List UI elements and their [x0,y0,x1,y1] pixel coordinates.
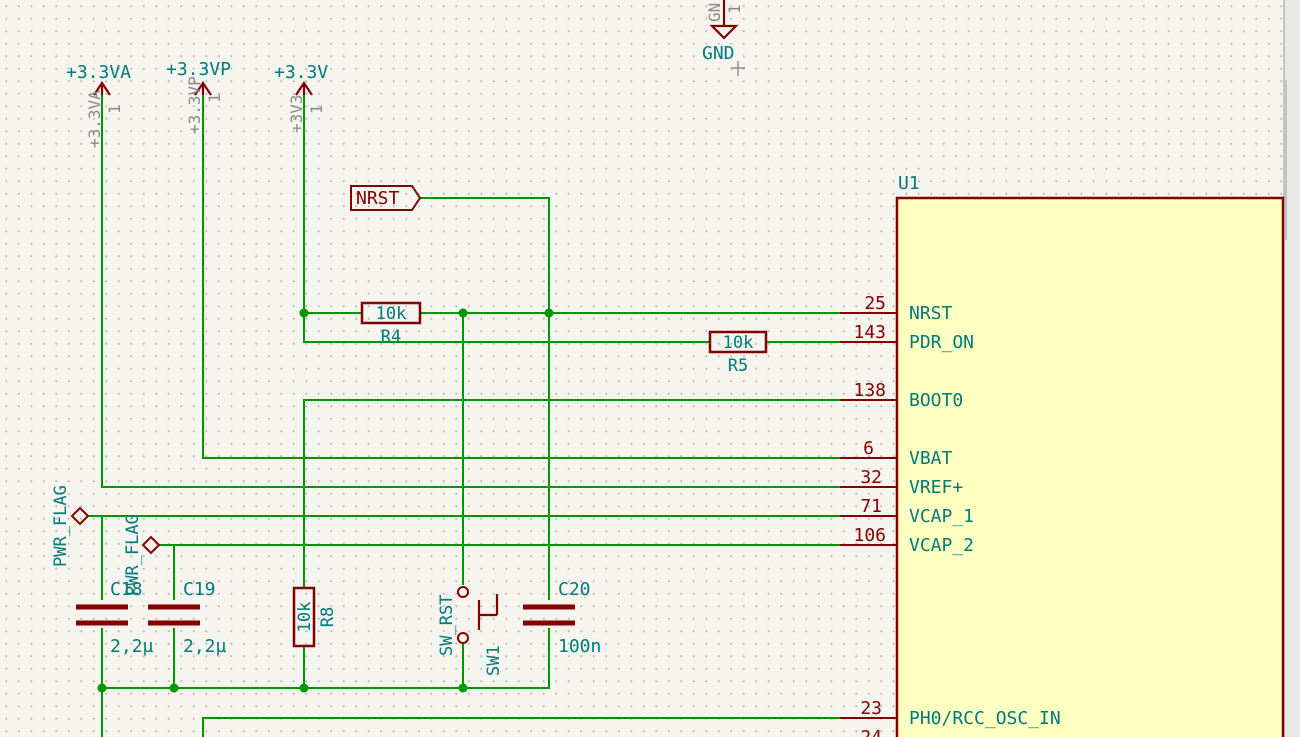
ic-u1-ref: U1 [898,173,920,194]
global-label-nrst[interactable]: NRST [350,185,422,211]
power-symbol-3v3[interactable]: +3.3V +3V3 1 [274,62,328,133]
pin-name-nrst: NRST [909,303,953,324]
pin-number-24: 24 [860,727,882,737]
pwr-flag-1[interactable]: PWR_FLAG [51,485,90,567]
power-ref-3v3va: 1 [105,104,124,114]
pin-name-vcap1: VCAP_1 [909,506,974,527]
power-label-gnd: GND [702,43,735,64]
capacitor-c18[interactable]: C18 2,2µ [76,579,154,657]
capacitor-c19[interactable]: C19 2,2µ [148,579,227,657]
resistor-r5-value: 10k [723,333,754,353]
pin-number-nrst: 25 [864,293,886,314]
pin-number-vref: 32 [860,467,882,488]
vertical-scrollbar[interactable] [1283,0,1300,737]
resistor-r5-ref: R5 [728,356,748,376]
pin-name-vcap2: VCAP_2 [909,535,974,556]
pin-name-ph0: PH0/RCC_OSC_IN [909,708,1061,729]
power-ref-3v3vp: 1 [205,93,224,103]
resistor-r5[interactable]: 10k R5 [708,330,768,376]
pin-number-vbat: 6 [863,438,874,459]
ic-u1[interactable]: U1 [895,173,1285,737]
junctions [97,308,554,693]
ic-pin-names: NRST PDR_ON BOOT0 VBAT VREF+ VCAP_1 VCAP… [909,303,1061,729]
pin-number-vcap1: 71 [860,496,882,517]
pin-number-pdr-on: 143 [853,322,886,343]
wires[interactable] [88,85,840,737]
power-ref-gnd: 1 [725,4,744,14]
switch-sw1[interactable]: SW_RST SW1 [437,586,504,676]
resistor-r4[interactable]: 10k R4 [360,301,422,347]
ic-u1-body [895,196,1285,737]
capacitor-c18-value: 2,2µ [110,636,154,657]
pwr-flag-2-label: PWR_FLAG [123,514,143,596]
power-label-3v3: +3.3V [274,62,328,83]
power-value-gnd: GN [705,3,724,22]
ic-pin-numbers: 25 143 138 6 32 71 106 23 24 [853,293,886,737]
capacitor-c19-ref: C19 [183,579,216,600]
pwr-flag-2[interactable]: PWR_FLAG [123,514,161,596]
capacitor-c19-value: 2,2µ [183,636,227,657]
pin-number-ph0: 23 [860,698,882,719]
power-symbol-gnd[interactable]: GND GN 1 [702,0,745,76]
pin-name-boot0: BOOT0 [909,390,963,411]
resistor-r4-value: 10k [376,304,407,324]
pin-name-pdr-on: PDR_ON [909,332,974,353]
pwr-flag-1-label: PWR_FLAG [51,485,71,567]
capacitor-c20-value: 100n [558,636,601,657]
switch-sw1-ref: SW1 [484,645,504,676]
pin-name-vref: VREF+ [909,477,963,498]
power-label-3v3vp: +3.3VP [166,59,231,80]
power-symbol-3v3vp[interactable]: +3.3VP +3.3VP 1 [166,59,231,134]
switch-sw1-value: SW_RST [437,595,457,656]
power-value-3v3va: +3.3VA [85,90,104,148]
pin-number-vcap2: 106 [853,525,886,546]
resistor-r8[interactable]: 10k R8 [292,586,338,648]
resistor-r8-value: 10k [295,602,315,633]
capacitor-c20[interactable]: C20 100n [523,579,601,657]
power-label-3v3va: +3.3VA [66,62,131,83]
pin-name-vbat: VBAT [909,448,953,469]
power-symbol-3v3va[interactable]: +3.3VA +3.3VA 1 [66,62,131,148]
power-value-3v3vp: +3.3VP [185,76,204,134]
ic-pin-stubs [840,312,897,719]
power-ref-3v3: 1 [307,104,326,114]
capacitor-c20-ref: C20 [558,579,591,600]
resistor-r8-ref: R8 [318,607,338,627]
capacitor-c18-ref: C18 [110,579,143,600]
global-label-nrst-text: NRST [356,188,400,209]
power-value-3v3: +3V3 [287,94,306,133]
resistor-r4-ref: R4 [381,327,401,347]
pin-number-boot0: 138 [853,380,886,401]
